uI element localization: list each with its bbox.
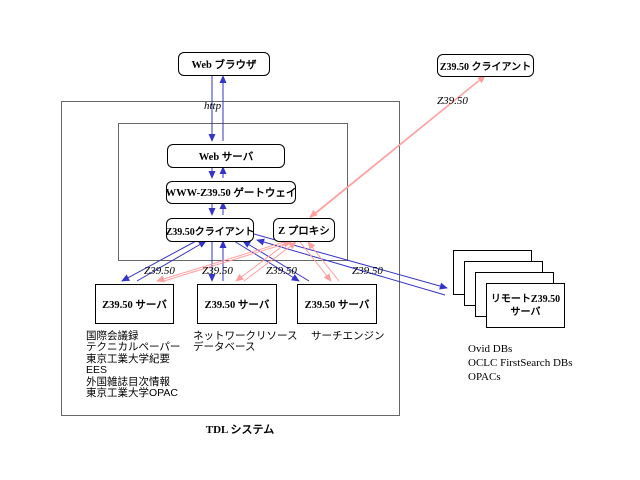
tdl-system-boundary	[61, 101, 400, 416]
www-z3950-gateway-label: WWW-Z39.50 ゲートウェイ	[165, 188, 297, 199]
web-server-label: Web サーバ	[198, 151, 254, 163]
resource-item: 東京工業大学OPAC	[86, 387, 178, 400]
web-browser-node: Web ブラウザ	[178, 52, 270, 76]
z3950-protocol-label-1: Z39.50	[144, 265, 175, 277]
remote-resource-list: Ovid DBs OCLC FirstSearch DBs OPACs	[468, 342, 573, 384]
z3950-protocol-label-external: Z39.50	[437, 95, 468, 107]
z3950-protocol-label-4: Z39.50	[352, 265, 383, 277]
resource-item: 東京工業大学紀要	[86, 352, 170, 365]
external-z3950-client-node: Z39.50 クライアント	[437, 54, 534, 77]
edge-webserver-gateway	[208, 166, 227, 179]
resource-item: OPACs	[468, 371, 501, 383]
external-z3950-client-label: Z39.50 クライアント	[439, 62, 532, 73]
resource-item: データベース	[193, 341, 256, 354]
edge-tdlclient-server3	[233, 240, 310, 282]
z3950-server1-label: Z39.50 サーバ	[102, 299, 167, 311]
resource-item: ネットワークリソース	[193, 330, 298, 342]
edge-browser-webserver	[208, 75, 227, 142]
z3950-server2-node: Z39.50 サーバ	[197, 284, 277, 324]
http-protocol-label: http	[204, 100, 222, 112]
edge-gateway-tdlclient	[208, 201, 227, 216]
edge-proxy-server3	[299, 241, 340, 282]
remote-z3950-server-label-line2: サーバ	[510, 306, 541, 318]
server3-resource-list: サーチエンジン	[311, 330, 385, 342]
edge-proxy-server2	[235, 241, 297, 282]
resource-item: Ovid DBs	[468, 343, 513, 355]
web-browser-label: Web ブラウザ	[191, 59, 257, 71]
server2-resource-list: ネットワークリソース データベース	[193, 330, 298, 354]
z3950-server2-label: Z39.50 サーバ	[204, 299, 270, 311]
z3950-server3-node: Z39.50 サーバ	[297, 284, 377, 324]
z3950-protocol-label-3: Z39.50	[266, 265, 297, 277]
resource-item: サーチエンジン	[311, 330, 385, 342]
edge-tdlclient-server1	[121, 240, 207, 282]
tdl-z3950-client-label: Z39.50クライアント	[165, 226, 255, 238]
server1-resource-list: 国際会議録 テクニカルペーパー 東京工業大学紀要 EES 外国雑誌目次情報 東京…	[86, 330, 181, 400]
z3950-protocol-label-2: Z39.50	[202, 265, 233, 277]
inner-boundary	[118, 123, 348, 261]
z3950-server1-node: Z39.50 サーバ	[95, 284, 174, 324]
resource-item: 国際会議録	[86, 330, 139, 342]
edge-proxy-server1	[156, 240, 292, 283]
remote-z3950-server-label-line1: リモートZ39.50	[490, 293, 561, 305]
www-z3950-gateway-node: WWW-Z39.50 ゲートウェイ	[166, 181, 296, 204]
tdl-z3950-client-node: Z39.50クライアント	[166, 218, 254, 242]
z-proxy-node: Z プロキシ	[273, 218, 335, 242]
system-caption: TDL システム	[205, 424, 275, 436]
resource-item: 外国雑誌目次情報	[86, 375, 170, 388]
edge-externalclient-proxy	[308, 75, 486, 220]
z3950-server3-label: Z39.50 サーバ	[304, 299, 370, 311]
resource-item: テクニカルペーパー	[86, 341, 181, 354]
web-server-node: Web サーバ	[167, 144, 285, 168]
remote-z3950-server-node: リモートZ39.50 サーバ	[486, 283, 565, 328]
z-proxy-label: Z プロキシ	[278, 225, 330, 237]
resource-item: OCLC FirstSearch DBs	[468, 357, 573, 369]
resource-item: EES	[86, 364, 108, 377]
